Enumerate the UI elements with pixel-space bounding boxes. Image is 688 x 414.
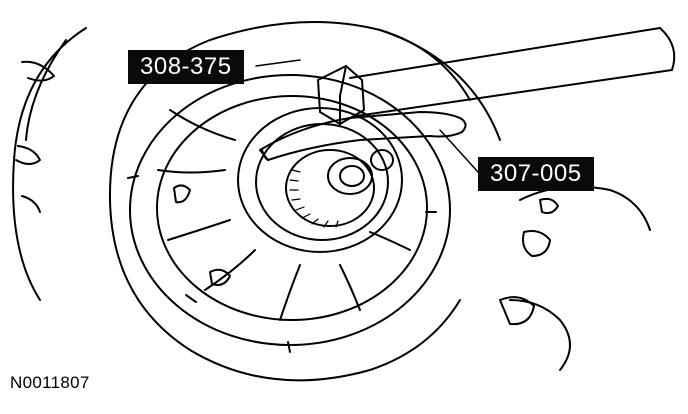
right-bolt-head [522, 230, 551, 257]
plate-rib-4 [204, 249, 256, 291]
right-housing-lower [509, 299, 571, 371]
hex-adapter-face [339, 65, 347, 125]
left-housing-arc [12, 27, 87, 301]
plate-rib-3 [167, 219, 231, 241]
right-housing-arc [519, 185, 651, 231]
right-bolt-small [539, 197, 559, 215]
plate-rib-1 [169, 109, 236, 141]
callout-tool-307-005: 307-005 [478, 157, 594, 191]
left-tab-lower [21, 195, 41, 213]
splined-shaft [285, 149, 375, 227]
plate-rib-6 [339, 264, 361, 311]
callout-tool-308-375: 308-375 [128, 50, 244, 84]
rotor-lower-edge [109, 199, 461, 382]
slide-hammer-shaft-bottom [355, 69, 673, 117]
left-housing-inner-arc [25, 39, 67, 141]
backing-plate-outer [129, 74, 451, 346]
plate-rib-5 [279, 264, 301, 321]
leader-line-307-005 [439, 129, 479, 173]
backing-plate-inner [156, 95, 428, 321]
plate-stud-1 [185, 294, 197, 303]
left-tab-mid [15, 145, 41, 165]
slide-hammer-end [659, 27, 676, 71]
spline-teeth [289, 169, 339, 228]
plate-stud-3 [127, 175, 139, 179]
hub-seal-outer [237, 107, 403, 253]
seal-hole [370, 149, 394, 171]
plate-rib-2 [157, 169, 226, 174]
shaft-end [327, 157, 373, 195]
plate-tab-left [173, 184, 191, 204]
right-bracket [499, 296, 535, 326]
plate-rib-7 [369, 231, 411, 251]
shaft-end-inner [339, 165, 365, 187]
leader-line-308-375 [255, 59, 301, 67]
plate-stud-2 [287, 341, 291, 353]
rotor-right-edge [379, 29, 501, 141]
left-tab-upper [21, 60, 55, 82]
plate-tab-bottom [209, 268, 231, 286]
slide-hammer-shaft-top [349, 27, 661, 79]
figure-id: N0011807 [10, 373, 90, 392]
remover-tool-lip [261, 149, 269, 161]
